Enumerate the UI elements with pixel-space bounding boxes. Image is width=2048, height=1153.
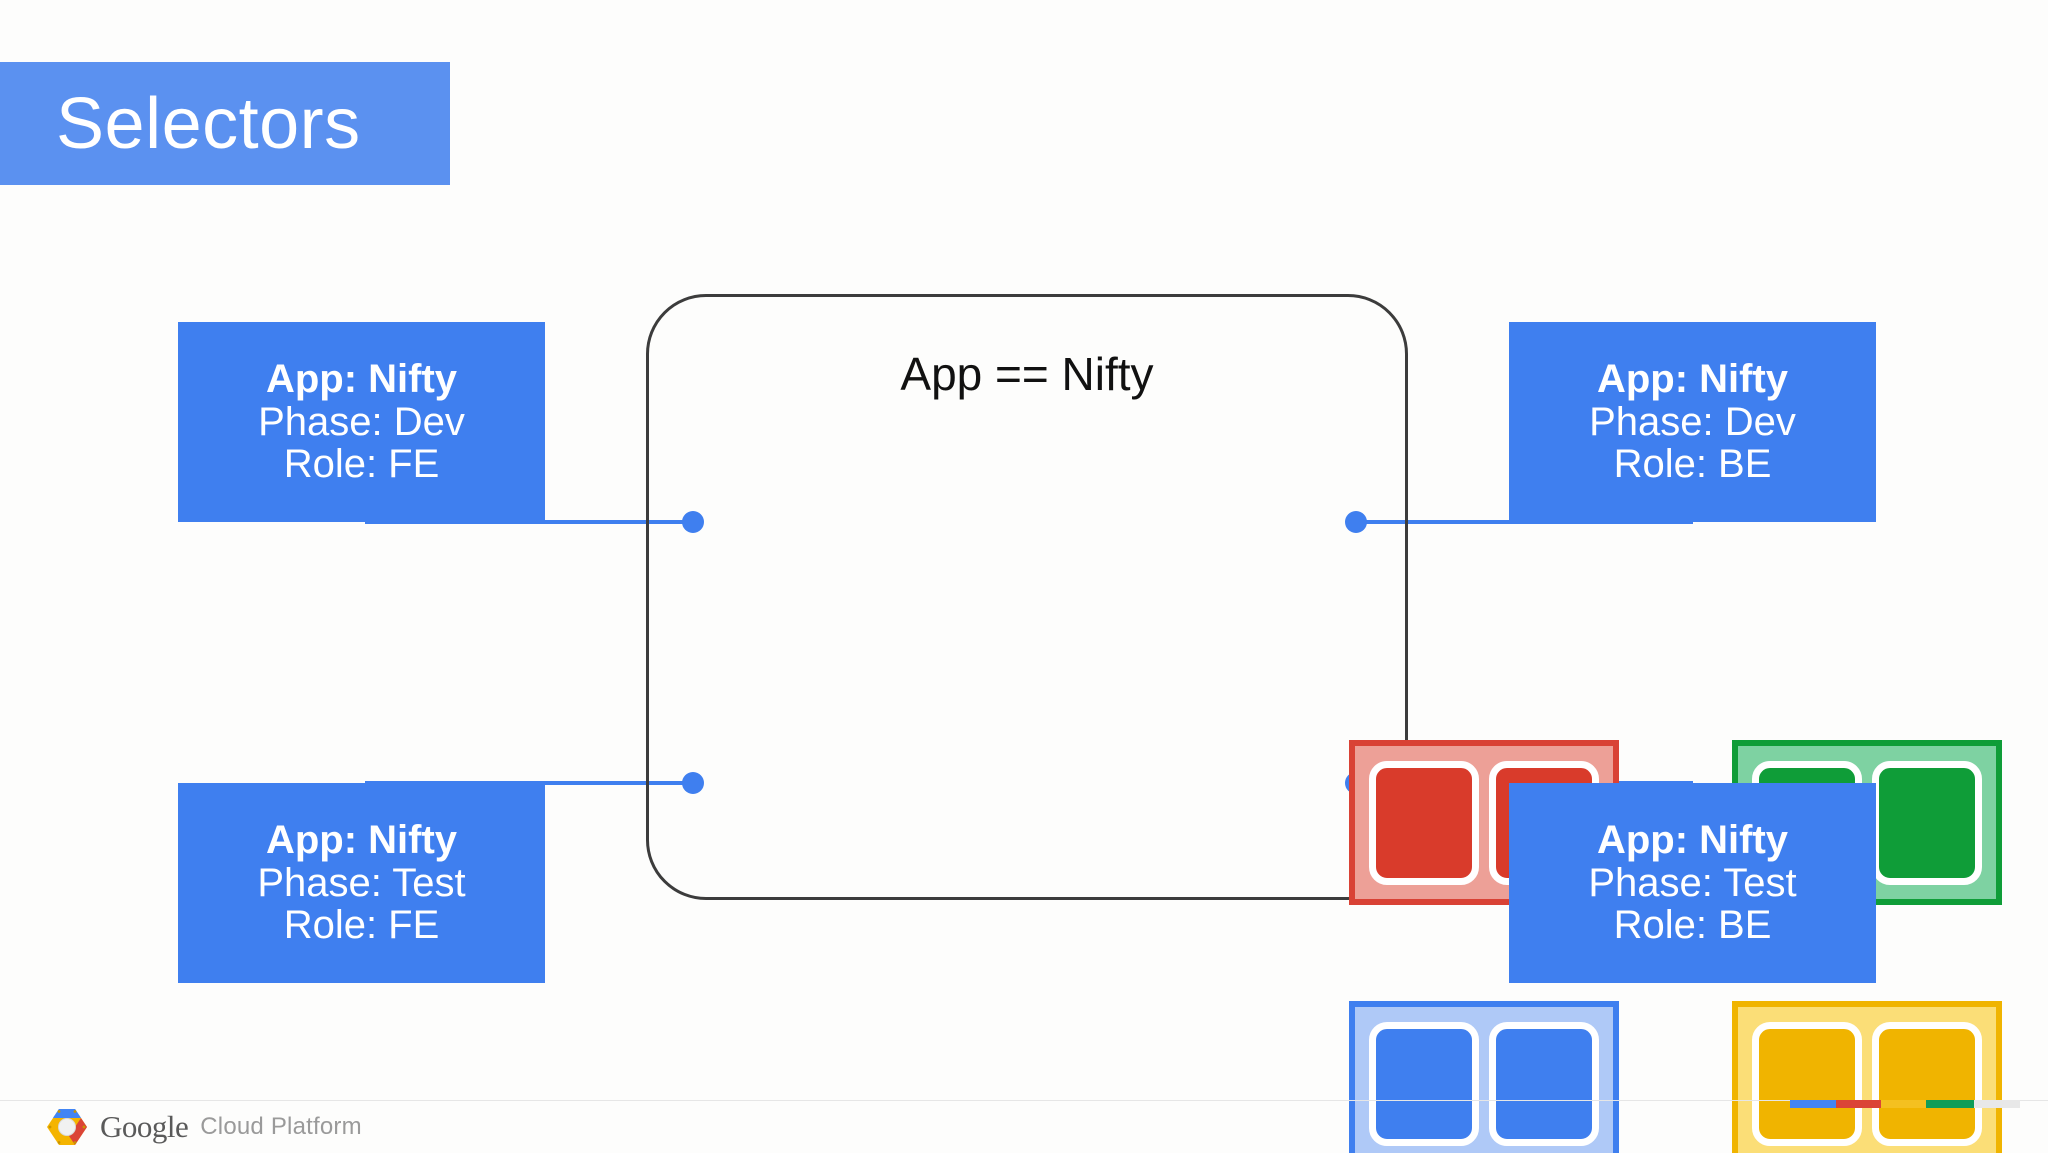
pod[interactable] — [1872, 760, 1982, 885]
selector-phase-line: Phase: Test — [1588, 860, 1797, 905]
app-group-container: App == Nifty — [646, 294, 2002, 1153]
selector-role-line: Role: BE — [1613, 442, 1772, 487]
selector-label-bottom-right[interactable]: App: Nifty Phase: Test Role: BE — [1509, 783, 1876, 983]
colorbar-segment-grey — [1974, 1100, 2020, 1108]
pod[interactable] — [1872, 1021, 1982, 1146]
title-banner: Selectors — [0, 62, 450, 185]
selector-phase-line: Phase: Test — [257, 860, 466, 905]
selector-role-line: Role: FE — [283, 442, 440, 487]
selector-label-bottom-left[interactable]: App: Nifty Phase: Test Role: FE — [178, 783, 545, 983]
colorbar-segment-green — [1926, 1100, 1974, 1108]
footer-colorbar — [1790, 1100, 2020, 1108]
brand-name: Google — [100, 1109, 189, 1144]
pod[interactable] — [1369, 1021, 1479, 1146]
pod[interactable] — [1489, 1021, 1599, 1146]
selector-phase-line: Phase: Dev — [1589, 399, 1796, 444]
selector-label-top-right[interactable]: App: Nifty Phase: Dev Role: BE — [1509, 322, 1876, 522]
footer-brand-logo: Google Cloud Platform — [46, 1108, 362, 1146]
colorbar-segment-blue — [1790, 1100, 1836, 1108]
pod[interactable] — [1369, 760, 1479, 885]
selector-app-line: App: Nifty — [265, 817, 458, 862]
selector-phase-line: Phase: Dev — [258, 399, 465, 444]
selector-role-line: Role: FE — [283, 903, 440, 948]
selector-label-top-left[interactable]: App: Nifty Phase: Dev Role: FE — [178, 322, 545, 522]
selector-app-line: App: Nifty — [265, 356, 458, 401]
page-title: Selectors — [56, 83, 361, 164]
selector-role-line: Role: BE — [1613, 903, 1772, 948]
pod-group-frontend-test[interactable] — [1349, 1001, 1619, 1153]
selector-app-line: App: Nifty — [1596, 817, 1789, 862]
group-title-label: App == Nifty — [900, 348, 1154, 400]
product-name: Cloud Platform — [200, 1113, 362, 1140]
google-cloud-hexagon-icon — [47, 1109, 87, 1145]
pod-group-backend-test[interactable] — [1732, 1001, 2002, 1153]
colorbar-segment-yellow — [1881, 1100, 1926, 1108]
colorbar-segment-red — [1836, 1100, 1881, 1108]
footer-divider — [0, 1100, 2048, 1101]
pod[interactable] — [1752, 1021, 1862, 1146]
selector-app-line: App: Nifty — [1596, 356, 1789, 401]
